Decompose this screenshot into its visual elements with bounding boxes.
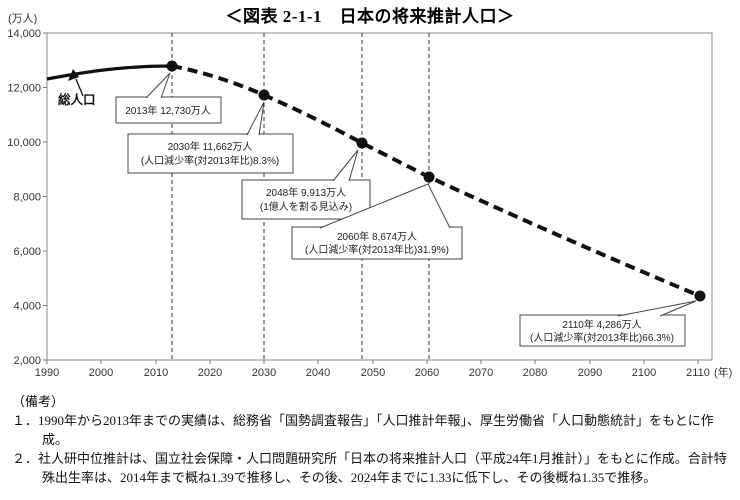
y-tick-label: 10,000 [7,137,41,149]
y-tick-label: 14,000 [7,28,41,40]
callout-2030: 2030年 11,662万人 (人口減少率(対2013年比)8.3%) [127,101,294,174]
y-tick-label: 6,000 [13,246,41,258]
callout-2110-text: 2110年 4,286万人 [562,318,641,331]
x-tick-label: 1990 [35,367,59,379]
callout-2048-text: 2048年 9,913万人 [266,186,346,199]
callout-2030-text: 2030年 11,662万人 [168,140,253,153]
population-curve-projection [171,64,701,298]
x-tick-label: 2110 [686,367,710,379]
data-point-2060 [423,171,435,183]
x-tick-label: 2000 [89,367,113,379]
y-tick-label: 8,000 [13,192,41,204]
callout-2048-subtext: (1億人を割る見込み) [260,200,352,213]
data-point-2110 [694,290,706,302]
notes-header: （備考） [12,394,65,409]
figure-title: ＜図表 2-1-1 日本の将来推計人口＞ [225,7,515,26]
total-population-label: 総人口 [58,92,96,107]
x-tick-label: 2020 [198,367,222,379]
callout-2013-text: 2013年 12,730万人 [125,104,211,117]
y-tick-label: 4,000 [13,301,41,313]
x-tick-label: 2060 [415,367,439,379]
axis-tick-marks [43,32,699,364]
x-tick-label: 2050 [361,367,385,379]
data-point-2048 [356,137,368,149]
callout-2048: 2048年 9,913万人 (1億人を割る見込み) [241,149,371,220]
x-tick-label: 2090 [578,367,602,379]
callout-2060-subtext: (人口減少率(対2013年比)31.9%) [305,243,449,256]
callout-2030-subtext: (人口減少率(対2013年比)8.3%) [141,154,279,167]
plot-border [46,32,713,361]
x-tick-label: 2030 [252,367,276,379]
callout-2110: 2110年 4,286万人 (人口減少率(対2013年比)66.3%) [519,300,697,347]
population-curve-actual [46,64,173,81]
x-tick-label: 2070 [469,367,493,379]
notes-section: （備考） １．1990年から2013年までの実績は、総務省「国勢調査報告」「人口… [12,393,728,487]
y-tick-label: 2,000 [13,355,41,367]
x-tick-label: 2040 [306,367,330,379]
x-tick-label: 2080 [523,367,547,379]
total-population-arrow-icon [68,69,84,97]
callout-2110-subtext: (人口減少率(対2013年比)66.3%) [530,331,674,344]
x-axis-unit-label: (年) [714,365,732,379]
y-tick-label: 12,000 [7,83,41,95]
x-tick-label: 2010 [144,367,168,379]
x-tick-label: 2100 [632,367,656,379]
population-chart: (万人) 14,000 12,000 10,000 8,000 6,000 4,… [7,12,732,379]
data-point-2013 [166,60,178,72]
data-point-2030 [258,89,270,101]
callout-2013: 2013年 12,730万人 [115,72,222,124]
y-axis-unit-label: (万人) [8,12,37,25]
note-item-1: １．1990年から2013年までの実績は、総務省「国勢調査報告」「人口推計年報」… [12,413,714,447]
callout-2060-text: 2060年 8,674万人 [337,230,417,243]
note-item-2: ２．社人研中位推計は、国立社会保障・人口問題研究所「日本の将来推計人口（平成24… [12,451,727,485]
callout-2060: 2060年 8,674万人 (人口減少率(対2013年比)31.9%) [291,183,463,260]
